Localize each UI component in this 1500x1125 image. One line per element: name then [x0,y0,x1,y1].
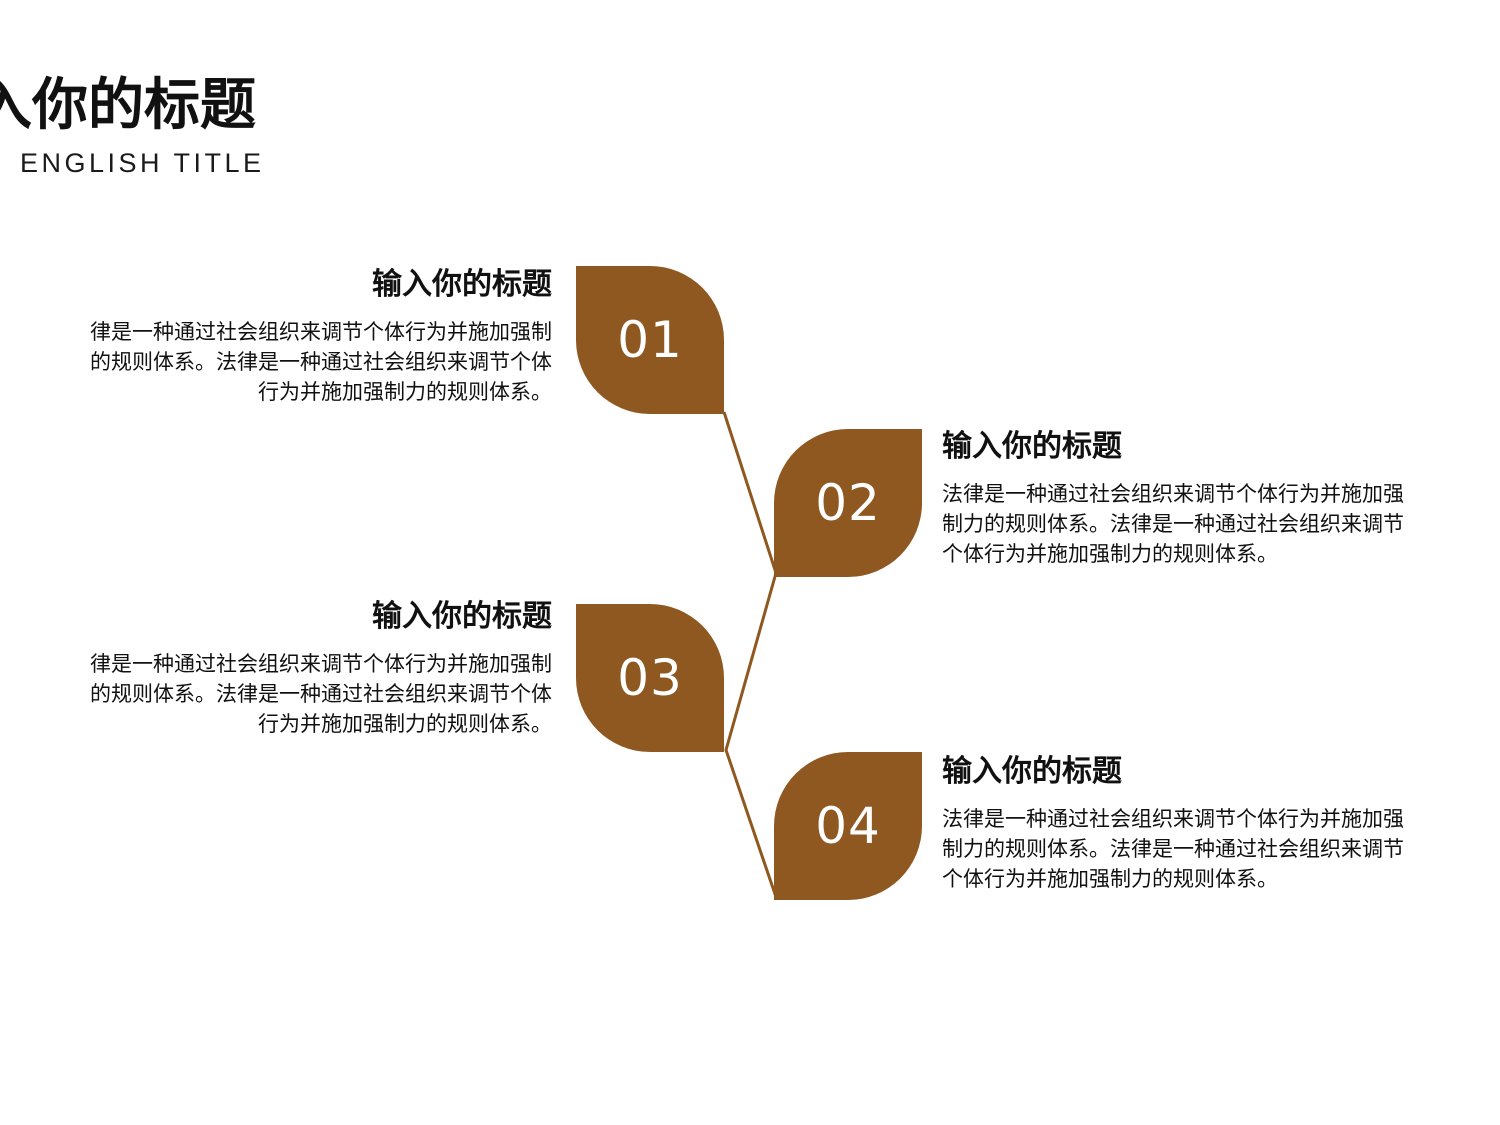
step-4-title: 输入你的标题 [942,754,1122,789]
step-2-description: 法律是一种通过社会组织来调节个体行为并施加强 制力的规则体系。法律是一种通过社会… [942,482,1404,566]
step-1-leaf: 01 [576,266,724,414]
page-title-text: 入你的标题 [0,73,256,138]
step-1-text: 输入你的标题 律是一种通过社会组织来调节个体行为并施加强制 的规则体系。法律是一… [0,265,552,407]
page-subtitle: ENGLISH TITLE [20,148,265,178]
step-3-description: 律是一种通过社会组织来调节个体行为并施加强制 的规则体系。法律是一种通过社会组织… [90,652,552,736]
step-1-title: 输入你的标题 [372,267,552,302]
step-2-text: 输入你的标题 法律是一种通过社会组织来调节个体行为并施加强 制力的规则体系。法律… [942,427,1500,569]
step-4-description: 法律是一种通过社会组织来调节个体行为并施加强 制力的规则体系。法律是一种通过社会… [942,807,1404,891]
step-2-title: 输入你的标题 [942,429,1122,464]
step-4-leaf: 04 [774,752,922,900]
step-3-text: 输入你的标题 律是一种通过社会组织来调节个体行为并施加强制 的规则体系。法律是一… [0,597,552,739]
step-2-leaf: 02 [774,429,922,577]
step-4-number: 04 [815,797,881,855]
timeline-connector-line [722,411,778,898]
page-title: 入你的标题 [0,66,256,146]
step-2-number: 02 [815,474,881,532]
step-1-description: 律是一种通过社会组织来调节个体行为并施加强制 的规则体系。法律是一种通过社会组织… [90,320,552,404]
step-1-number: 01 [617,311,683,369]
step-3-number: 03 [617,649,683,707]
step-3-leaf: 03 [576,604,724,752]
step-4-text: 输入你的标题 法律是一种通过社会组织来调节个体行为并施加强 制力的规则体系。法律… [942,752,1500,894]
step-3-title: 输入你的标题 [372,599,552,634]
